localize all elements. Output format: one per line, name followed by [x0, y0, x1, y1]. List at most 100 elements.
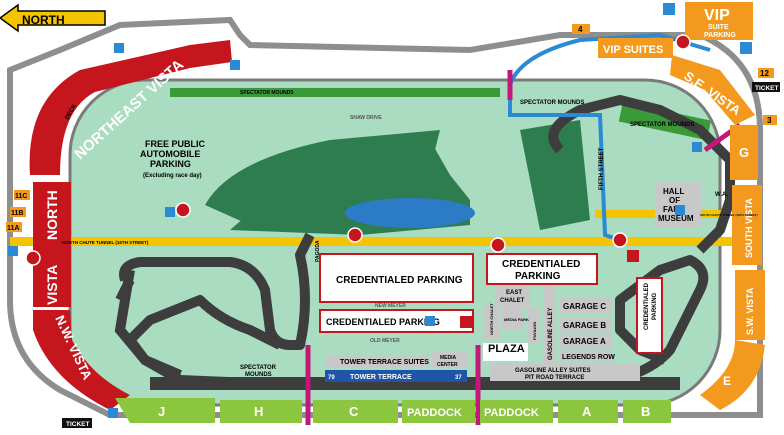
stand-vip-suites[interactable] [598, 38, 673, 58]
sw-vista-label: S.W. VISTA [745, 287, 755, 335]
free-parking-line3: PARKING [150, 159, 191, 169]
ticket-booth-bottom-left[interactable] [62, 418, 92, 428]
gate-11b-box[interactable] [10, 207, 26, 217]
j-label: J [158, 404, 165, 419]
gasoline-alley [543, 285, 556, 365]
vip-suites-label: VIP SUITES [603, 44, 663, 56]
ticket-booth-top-right[interactable] [752, 82, 780, 92]
cred-parking-2-label-2: PARKING [515, 271, 561, 282]
gate-11a-box[interactable] [6, 222, 22, 232]
closed-icon [175, 202, 191, 218]
gate-11c-label: 11C [15, 193, 27, 200]
tower-terrace [325, 370, 467, 382]
first-aid-icon [460, 316, 472, 328]
vip-parking-title: VIP [704, 7, 730, 24]
wa-label: W.A. [715, 192, 728, 198]
accessible-icon [675, 205, 685, 215]
free-parking-line2: AUTOMOBILE [140, 149, 200, 159]
accessible-icon [425, 316, 435, 326]
accessible-icon [663, 3, 675, 15]
closed-icon [25, 250, 41, 266]
h-label: H [254, 404, 263, 419]
hof-museum [655, 182, 701, 227]
stand-nw-vista[interactable] [33, 310, 130, 410]
c-label: C [349, 404, 359, 419]
stand-sw-vista[interactable] [735, 270, 765, 340]
accessible-icons [8, 3, 752, 418]
pit-road-terrace-label: PIT ROAD TERRACE [525, 375, 584, 381]
east-chalet-label-2: CHALET [500, 298, 525, 304]
stand-paddock-left[interactable] [402, 400, 475, 423]
north-chute-road [10, 237, 740, 246]
cred-parking-1-label: CREDENTIALED PARKING [336, 275, 463, 286]
garage-a [560, 333, 612, 348]
spectator-mounds-bottom-label-1: SPECTATOR [240, 365, 277, 371]
stand-paddock-right[interactable] [480, 400, 553, 423]
free-parking-line1: FREE PUBLIC [145, 139, 206, 149]
stand-j[interactable] [115, 398, 215, 423]
grass-area-right [520, 120, 590, 230]
fifth-street-label: FIFTH STREET [599, 147, 605, 190]
stand-south-vista[interactable] [732, 185, 762, 265]
accessible-icon [230, 60, 240, 70]
east-chalet-label-1: EAST [506, 290, 522, 296]
spectator-mounds-right-label: SPECTATOR MOUNDS [630, 122, 694, 128]
garage-c-label: GARAGE C [563, 302, 606, 311]
tower-terrace-suites-label: TOWER TERRACE SUITES [340, 359, 429, 366]
vip-route [508, 32, 711, 86]
accessible-icon [692, 142, 702, 152]
legends-row [560, 350, 612, 362]
south-vista-label: SOUTH VISTA [744, 198, 754, 258]
accessible-icon [8, 246, 18, 256]
closed-icon [347, 227, 363, 243]
stand-g[interactable] [730, 125, 758, 180]
gate-12-label: 12 [760, 69, 769, 78]
north-chalet [483, 305, 499, 340]
pagoda-plaza [483, 343, 528, 361]
accessible-icon [114, 43, 124, 53]
garage-a-label: GARAGE A [563, 337, 606, 346]
stand-h[interactable] [220, 400, 302, 423]
stand-north-vista[interactable] [33, 182, 71, 307]
outer-service-road [7, 16, 763, 418]
stand-c[interactable] [313, 400, 398, 423]
hof-line2: OF [669, 196, 680, 205]
gate-11c-box[interactable] [14, 190, 30, 200]
spectator-mounds-mid-label: SPECTATOR MOUNDS [520, 100, 584, 106]
north-arrow-label: NORTH [22, 13, 65, 27]
closed-icon [490, 237, 506, 253]
ticket-booth-bottom-left-label: TICKET [66, 421, 90, 428]
stand-b[interactable] [623, 400, 671, 423]
media-park [502, 308, 524, 330]
gate-12-box[interactable] [758, 68, 774, 78]
gate-3-box[interactable] [763, 115, 777, 125]
spectator-mounds-top-label: SPECTATOR MOUNDS [240, 90, 294, 96]
gasoline-alley-suites-label: GASOLINE ALLEY SUITES [515, 368, 591, 374]
stand-northeast-vista[interactable] [29, 40, 233, 175]
legends-row-label: LEGENDS ROW [562, 354, 615, 361]
stand-a[interactable] [558, 400, 618, 423]
stand-se-vista[interactable] [670, 55, 755, 125]
paddock-right-label: PADDOCK [484, 407, 539, 419]
spectator-mounds-right [618, 101, 711, 141]
lake [345, 198, 475, 228]
credentialed-parking-right [636, 277, 663, 354]
garage-b-label: GARAGE B [563, 321, 606, 330]
closed-markers [25, 34, 691, 266]
hof-line1: HALL [663, 187, 684, 196]
north-vista-label-1: NORTH [44, 190, 60, 240]
gate-4-box[interactable] [572, 24, 590, 34]
gasoline-alley-label: GASOLINE ALLEY [548, 308, 554, 360]
cred-parking-right-label-2: PARKING [652, 292, 658, 320]
hof-line3: FAME [663, 205, 686, 214]
stand-e[interactable] [700, 340, 765, 410]
accessible-icon [740, 42, 752, 54]
spectator-mounds-bottom-label-2: MOUNDS [245, 372, 272, 378]
media-center [432, 352, 467, 368]
free-parking-line4: (Excluding race day) [143, 173, 202, 179]
accessible-icon [108, 408, 118, 418]
stand-vip-parking[interactable] [685, 2, 753, 40]
credentialed-parking-lot-2 [486, 253, 598, 285]
gasoline-alley-suites [490, 363, 640, 381]
paddock-left-label: PADDOCK [407, 407, 462, 419]
